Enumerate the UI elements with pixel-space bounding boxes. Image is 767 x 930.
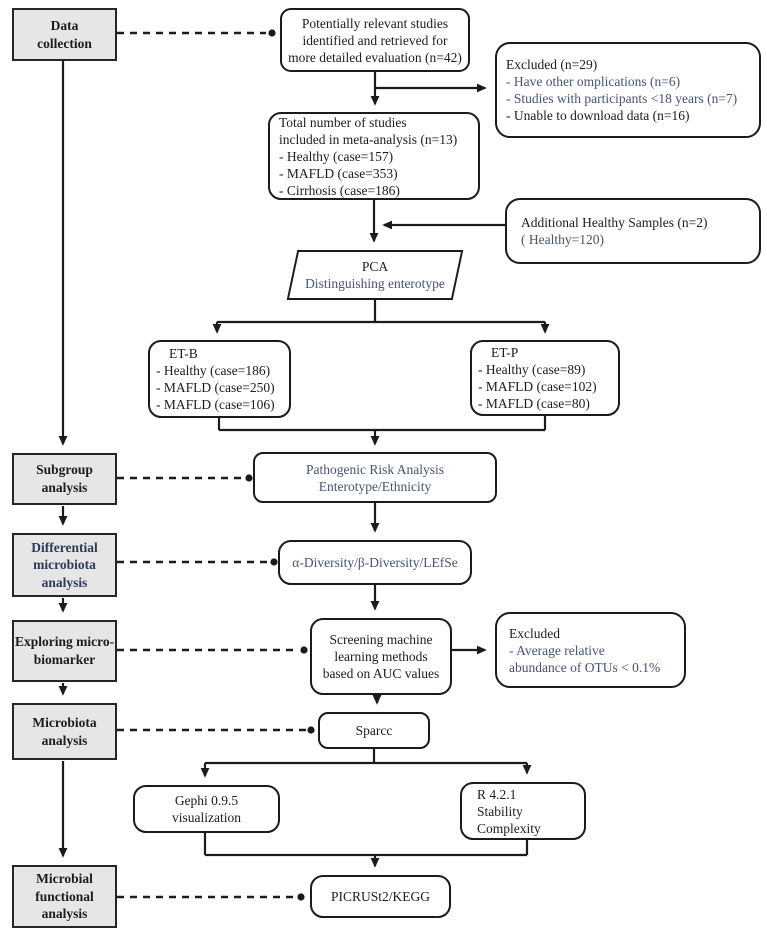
node-line: Complexity [477, 820, 541, 836]
label-data-collection: Data collection [12, 8, 117, 61]
dash-dot-6 [297, 893, 305, 901]
node-line: - Cirrhosis (case=186) [279, 182, 400, 198]
label-microbiota-analysis: Microbiota analysis [12, 703, 117, 760]
node-line: based on AUC values [322, 666, 440, 681]
node-line: - Have other omplications (n=6) [506, 74, 681, 89]
node-line: Enterotype/Ethnicity [318, 478, 432, 494]
dash-dot-3 [270, 558, 278, 566]
dash-dot-1 [268, 29, 276, 37]
label-line: Exploring micro- [14, 634, 115, 650]
node-screening-ml: Screening machine learning methods based… [310, 618, 452, 695]
node-additional-samples: Additional Healthy Samples (n=2) ( Healt… [505, 198, 761, 264]
node-line: Excluded (n=29) [506, 57, 598, 72]
node-line: Distinguishing enterotype [305, 276, 445, 291]
label-microbial-functional: Microbial functional analysis [12, 865, 117, 928]
label-line: Subgroup [36, 462, 93, 478]
node-line: included in meta-analysis (n=13) [279, 131, 458, 147]
node-line: Total number of studies [279, 114, 407, 130]
node-pathogenic-risk: Pathogenic Risk Analysis Enterotype/Ethn… [253, 452, 497, 503]
node-r-stability: R 4.2.1 Stability Complexity [460, 782, 586, 840]
label-line: analysis [41, 480, 88, 495]
label-line: Microbiota [32, 714, 97, 730]
node-line: R 4.2.1 [477, 786, 517, 802]
node-et-b: ET-B - Healthy (case=186) - MAFLD (case=… [148, 340, 291, 418]
label-subgroup-analysis: Subgroup analysis [12, 453, 117, 505]
label-line: Data [50, 17, 79, 33]
node-line: - MAFLD (case=353) [279, 165, 398, 181]
et-merge [217, 416, 547, 432]
node-line: ET-B [169, 346, 198, 361]
node-line: Gephi 0.9.5 [174, 793, 239, 808]
node-line: Stability [477, 803, 523, 819]
dash-dot-2 [245, 474, 253, 482]
label-line: analysis [41, 574, 88, 590]
node-line: Excluded [509, 625, 560, 641]
node-picrust-kegg: PICRUSt2/KEGG [310, 875, 451, 918]
node-line: - MAFLD (case=102) [478, 379, 597, 394]
label-line: biomarker [33, 652, 96, 667]
node-line: - Healthy (case=186) [156, 363, 271, 378]
node-line: - MAFLD (case=106) [156, 397, 275, 412]
node-excluded-otu: Excluded - Average relative abundance of… [495, 612, 686, 688]
node-line: - MAFLD (case=250) [156, 380, 275, 395]
node-diversity-lefse: α-Diversity/β-Diversity/LEfSe [278, 540, 472, 585]
dash-dot-4 [300, 646, 308, 654]
node-line: - Healthy (case=89) [478, 362, 586, 377]
sparcc-split-trunk [205, 748, 527, 765]
node-line: identified and retrieved for [302, 32, 448, 48]
label-line: collection [37, 35, 92, 51]
node-line: PCA [361, 259, 389, 274]
node-line: abundance of OTUs < 0.1% [509, 659, 661, 675]
dash-dot-5 [307, 726, 315, 734]
label-line: Microbial [36, 871, 93, 887]
node-line: more detailed evaluation (n=42) [288, 49, 462, 65]
node-line: learning methods [334, 649, 428, 664]
label-line: analysis [41, 906, 88, 922]
node-line: Screening machine [329, 632, 433, 647]
node-line: PICRUSt2/KEGG [330, 889, 430, 904]
node-line: Additional Healthy Samples (n=2) [521, 215, 708, 230]
node-pca: PCA Distinguishing enterotype [285, 252, 465, 298]
node-line: ( Healthy=120) [521, 232, 604, 247]
node-gephi: Gephi 0.9.5 visualization [133, 785, 280, 833]
node-line: α-Diversity/β-Diversity/LEfSe [292, 555, 458, 570]
node-sparcc: Sparcc [318, 712, 430, 749]
node-line: - Studies with participants <18 years (n… [506, 91, 738, 106]
pca-split-trunk [217, 300, 545, 324]
node-line: Pathogenic Risk Analysis [306, 461, 444, 477]
node-line: visualization [172, 810, 241, 825]
label-line: analysis [41, 732, 88, 748]
node-line: ET-P [491, 345, 519, 360]
node-total-studies: Total number of studies included in meta… [268, 112, 480, 200]
node-line: - Unable to download data (n=16) [506, 108, 690, 123]
node-excluded-29: Excluded (n=29) - Have other omplication… [495, 42, 761, 138]
label-differential-microbiota: Differential microbiota analysis [12, 533, 117, 597]
final-merge [203, 833, 529, 857]
node-line: Sparcc [355, 723, 393, 738]
node-line: Potentially relevant studies [301, 15, 449, 31]
node-line: - Healthy (case=157) [279, 148, 394, 164]
label-line: microbiota [33, 557, 96, 573]
label-exploring-biomarker: Exploring micro- biomarker [12, 620, 117, 682]
node-line: - Average relative [509, 642, 605, 658]
node-et-p: ET-P - Healthy (case=89) - MAFLD (case=1… [470, 340, 620, 416]
label-line: Differential [31, 539, 98, 555]
label-line: functional [35, 888, 94, 904]
node-potentially-relevant: Potentially relevant studies identified … [280, 8, 470, 72]
node-line: - MAFLD (case=80) [478, 396, 590, 411]
